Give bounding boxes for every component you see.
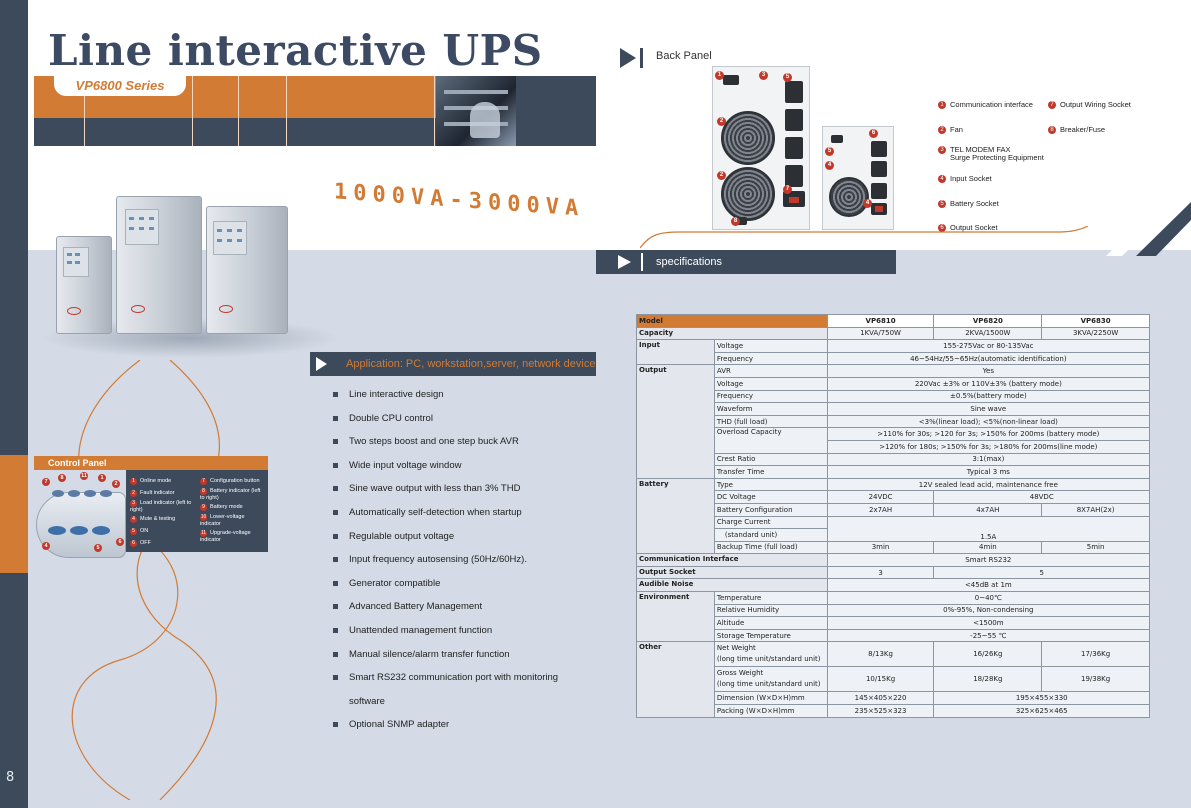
ups-unit-medium [116,196,202,334]
specifications-bar: specifications [596,250,896,274]
table-row: Input Voltage 155-275Vac or 80-135Vac [636,339,1151,366]
back-panel-image: 1 3 5 2 2 7 8 6 5 4 4 [712,66,912,234]
table-row: Model VP6810 VP6820 VP6830 [636,314,1150,328]
feature-item-continuation: software [349,695,385,707]
square-bullet-icon [333,486,338,492]
banner-photo [436,76,516,146]
power-range-text: 1000VA-3000VA [334,179,585,222]
decorative-curve [640,226,1089,249]
application-text: Application: PC, workstation,server, net… [346,358,596,370]
application-bar: Application: PC, workstation,server, net… [310,352,596,376]
page-title: Line interactive UPS [48,26,543,75]
table-row: Other Net Weight(long time unit/standard… [636,641,1150,718]
orange-swirl-decoration [71,360,220,800]
square-bullet-icon [333,580,338,586]
feature-item: Regulable output voltage [333,530,558,554]
table-row: Battery Configuration 2x7AH 4x7AH 8X7AH(… [637,502,1150,517]
table-row: Gross Weight(long time unit/standard uni… [637,666,1150,693]
table-row: Storage Temperature -25~55 ℃ [637,628,1151,643]
table-row: Communication Interface Smart RS232 [636,553,1151,567]
square-bullet-icon [333,722,338,728]
side-orange-band [0,455,28,573]
table-row: Backup Time (full load) 3min 4min 5min [637,540,1150,555]
play-arrow-icon [618,255,631,269]
series-tab: VP6800 Series [54,76,186,96]
table-row: Dimension (W×D×H)mm 145×405×220 195×455×… [637,691,1150,706]
feature-item: Input frequency autosensing (50Hz/60Hz). [333,553,558,577]
feature-item: Optional SNMP adapter [333,718,558,742]
back-panel-title: Back Panel [656,50,712,62]
side-strip: 8 [0,0,28,808]
table-row: Audible Noise <45dB at 1m [636,578,1151,593]
square-bullet-icon [333,509,338,515]
banner-dark-block [516,76,596,146]
table-row: Battery Type 12V sealed lead acid, maint… [636,477,1151,555]
square-bullet-icon [333,557,338,563]
feature-item: Generator compatible [333,577,558,601]
feature-item: Advanced Battery Management [333,600,558,624]
feature-item: Two steps boost and one step buck AVR [333,435,558,459]
feature-item: Manual silence/alarm transfer function [333,648,558,672]
play-arrow-icon [316,357,327,371]
page-number: 8 [6,770,15,785]
ups-unit-small [56,236,112,334]
table-row: Altitude <1500m [637,616,1151,630]
square-bullet-icon [333,627,338,633]
table-row: Output Socket 3 5 [636,565,1150,580]
control-panel-title: Control Panel [34,456,268,470]
control-panel-image: 7 8 11 1 2 4 5 6 [34,470,126,558]
grey-panel-bottom [28,370,598,808]
square-bullet-icon [333,462,338,468]
feature-item: Smart RS232 communication port with moni… [333,671,558,695]
table-row: Relative Humidity 0%-95%, Non-condensing [637,603,1151,618]
specifications-title: specifications [656,256,723,268]
feature-list: Line interactive design Double CPU contr… [333,388,558,742]
feature-item: Sine wave output with less than 3% THD [333,482,558,506]
table-row: Waveform Sine wave [637,402,1151,416]
table-row: Overload Capacity >110% for 30s; >120 fo… [637,427,1151,454]
table-row: Output AVR Yes [636,364,1151,479]
feature-item: Double CPU control [333,412,558,436]
table-row: Frequency ±0.5%(battery mode) [637,389,1151,404]
feature-item: Line interactive design [333,388,558,412]
table-row: Environment Temperature 0~40℃ [636,591,1151,643]
square-bullet-icon [333,415,338,421]
square-bullet-icon [333,392,338,397]
decorative-stripes [1106,196,1191,256]
table-row: Packing (W×D×H)mm 235×525×323 325×625×46… [637,704,1150,718]
table-row: Charge Current 1.5A [637,515,1151,542]
table-row: DC Voltage 24VDC 48VDC [637,490,1150,504]
table-row: >120% for 180s; >150% for 3s; >180% for … [637,439,1151,454]
table-row: Frequency 46~54Hz/55~65Hz(automatic iden… [637,351,1151,366]
feature-item: Unattended management function [333,624,558,648]
table-row: Voltage 220Vac ±3% or 110V±3% (battery m… [637,376,1151,391]
feature-item: Automatically self-detection when startu… [333,506,558,530]
square-bullet-icon [333,533,338,539]
square-bullet-icon [333,439,338,445]
table-row: Transfer Time Typical 3 ms [637,465,1151,479]
square-bullet-icon [333,675,338,681]
ups-unit-large [206,206,288,334]
back-panel-arrow-icon [620,48,643,68]
table-row: THD (full load) <3%(linear load); <5%(no… [637,414,1151,429]
feature-item: Wide input voltage window [333,459,558,483]
square-bullet-icon [333,651,338,657]
square-bullet-icon [333,604,338,610]
specifications-table: Model VP6810 VP6820 VP6830 Capacity 1KVA… [636,314,1151,718]
table-row: Crest Ratio 3:1(max) [637,452,1151,467]
table-row: Capacity 1KVA/750W 2KVA/1500W 3KVA/2250W [636,326,1150,341]
